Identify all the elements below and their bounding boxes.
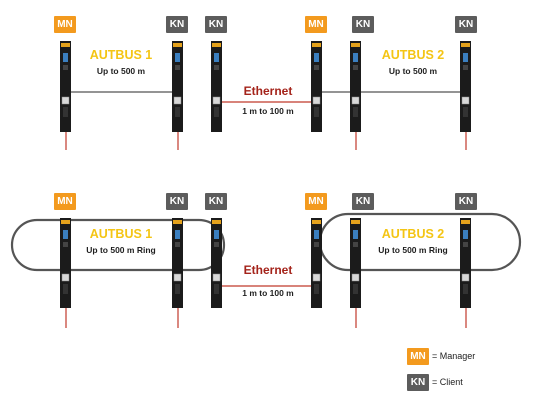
autbus-device-icon [460, 41, 471, 132]
ethernet-linear-range: 1 m to 100 m [242, 106, 294, 116]
client-badge: KN [352, 16, 374, 33]
autbus-device-icon [60, 41, 71, 132]
autbus-device-icon [60, 218, 71, 308]
autbus2-linear-range: Up to 500 m [388, 66, 438, 76]
autbus1-ring-title: AUTBUS 1 [89, 227, 153, 241]
client-badge: KN [205, 193, 227, 210]
manager-badge: MN [305, 193, 327, 210]
client-badge: KN [455, 193, 477, 210]
client-badge: KN [352, 193, 374, 210]
autbus-device-icon [311, 218, 322, 308]
autbus1-linear-range: Up to 500 m [96, 66, 146, 76]
autbus-device-icon [172, 218, 183, 308]
client-badge: KN [166, 16, 188, 33]
autbus1-linear-title: AUTBUS 1 [89, 48, 153, 62]
autbus-device-icon [172, 41, 183, 132]
legend-client-text: = Client [432, 377, 463, 387]
manager-badge: MN [54, 193, 76, 210]
legend-client-badge: KN [407, 374, 429, 391]
ethernet-ring-range: 1 m to 100 m [242, 288, 294, 298]
manager-badge: MN [54, 16, 76, 33]
autbus-device-icon [350, 41, 361, 132]
autbus-device-icon [350, 218, 361, 308]
legend-manager-badge: MN [407, 348, 429, 365]
ethernet-ring-title: Ethernet [243, 263, 293, 277]
client-badge: KN [205, 16, 227, 33]
autbus-device-icon [211, 41, 222, 132]
autbus1-ring-line [10, 218, 226, 272]
autbus2-linear-title: AUTBUS 2 [381, 48, 445, 62]
autbus-device-icon [311, 41, 322, 132]
ethernet-linear-title: Ethernet [243, 84, 293, 98]
manager-badge: MN [305, 16, 327, 33]
autbus1-ring-range: Up to 500 m Ring [86, 245, 156, 255]
autbus2-ring-range: Up to 500 m Ring [378, 245, 448, 255]
legend-manager-text: = Manager [432, 351, 476, 361]
autbus-device-icon [460, 218, 471, 308]
autbus2-ring-title: AUTBUS 2 [381, 227, 445, 241]
client-badge: KN [455, 16, 477, 33]
client-badge: KN [166, 193, 188, 210]
autbus-device-icon [211, 218, 222, 308]
